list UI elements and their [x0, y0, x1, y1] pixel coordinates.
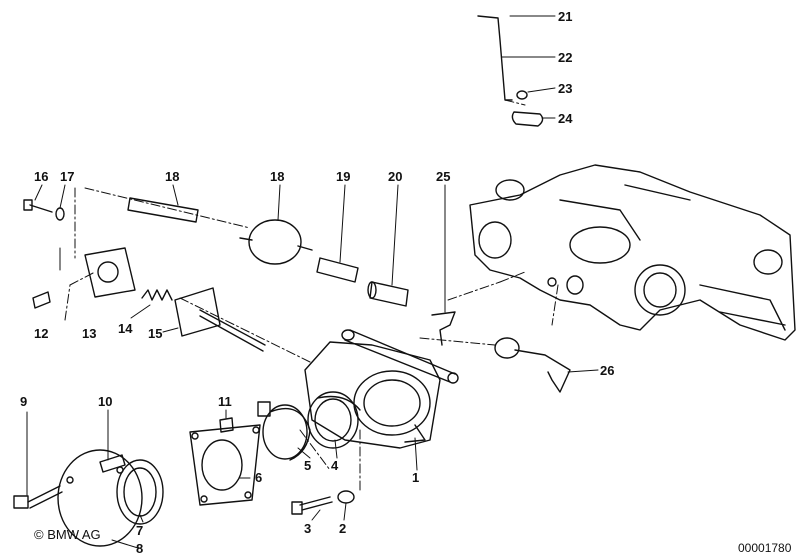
callout-26: 26	[600, 363, 614, 378]
screw-part-3	[291, 496, 333, 515]
callout-20: 20	[388, 169, 402, 184]
fitting-part-12	[32, 291, 51, 309]
callout-19: 18	[270, 169, 284, 184]
callout-2: 2	[339, 521, 346, 536]
lever-part-25	[431, 311, 456, 346]
throttle-housing-part-1	[304, 329, 459, 449]
callout-18-upper: 18	[165, 169, 179, 184]
callout-11: 11	[218, 394, 232, 409]
clip-part-23	[516, 90, 528, 100]
callout-21: 21	[558, 9, 572, 24]
bush-part-10	[99, 454, 126, 473]
callout-15: 15	[148, 326, 162, 341]
callout-17: 17	[60, 169, 74, 184]
callout-18-lower: 19	[336, 169, 350, 184]
washer-part-17	[55, 207, 65, 221]
vacuum-canister-part-19	[239, 219, 313, 265]
callout-1: 1	[412, 470, 419, 485]
callout-8: 8	[136, 541, 143, 556]
intake-manifold	[469, 164, 796, 341]
leader-lines	[26, 15, 599, 549]
callout-labels: 1 2 3 4 5 6 7 8 9 10 11 12 13 14 15 16 1…	[20, 9, 792, 556]
screw-part-9	[13, 485, 63, 509]
linkage-rod-part-22	[477, 15, 513, 101]
hose-part-18-upper	[127, 197, 199, 223]
callout-7: 7	[136, 523, 143, 538]
callout-12: 12	[34, 326, 48, 341]
washer-part-2	[337, 490, 355, 504]
bolt-part-16	[23, 199, 53, 213]
callout-25: 25	[436, 169, 450, 184]
assembly-axis-lines	[64, 99, 559, 491]
callout-4: 4	[331, 458, 339, 473]
callout-3: 3	[304, 521, 311, 536]
diaphragm-cap-part-5	[257, 401, 311, 461]
callout-24: 24	[558, 111, 573, 126]
bracket-part-24	[511, 111, 544, 127]
throttle-lever-part-26	[494, 337, 571, 393]
connector-part-20	[367, 281, 409, 307]
sleeve-part-4	[307, 391, 361, 449]
callout-16: 16	[34, 169, 48, 184]
callout-14: 14	[118, 321, 133, 336]
callout-5: 5	[304, 458, 311, 473]
spring-part-14	[141, 289, 173, 301]
callout-9: 9	[20, 394, 27, 409]
callout-22: 22	[558, 50, 572, 65]
callout-13: 13	[82, 326, 96, 341]
callout-23: 23	[558, 81, 572, 96]
flange-part-13	[84, 247, 136, 298]
nut-part-11	[219, 417, 234, 433]
diaphragm-rod-part-15	[174, 287, 266, 352]
callout-6: 6	[255, 470, 262, 485]
hose-part-18-lower	[316, 257, 359, 283]
copyright-notice: © BMW AG	[34, 527, 101, 542]
flange-plate-part-6	[189, 424, 261, 506]
callout-10: 10	[98, 394, 112, 409]
document-id: 00001780	[738, 541, 792, 555]
